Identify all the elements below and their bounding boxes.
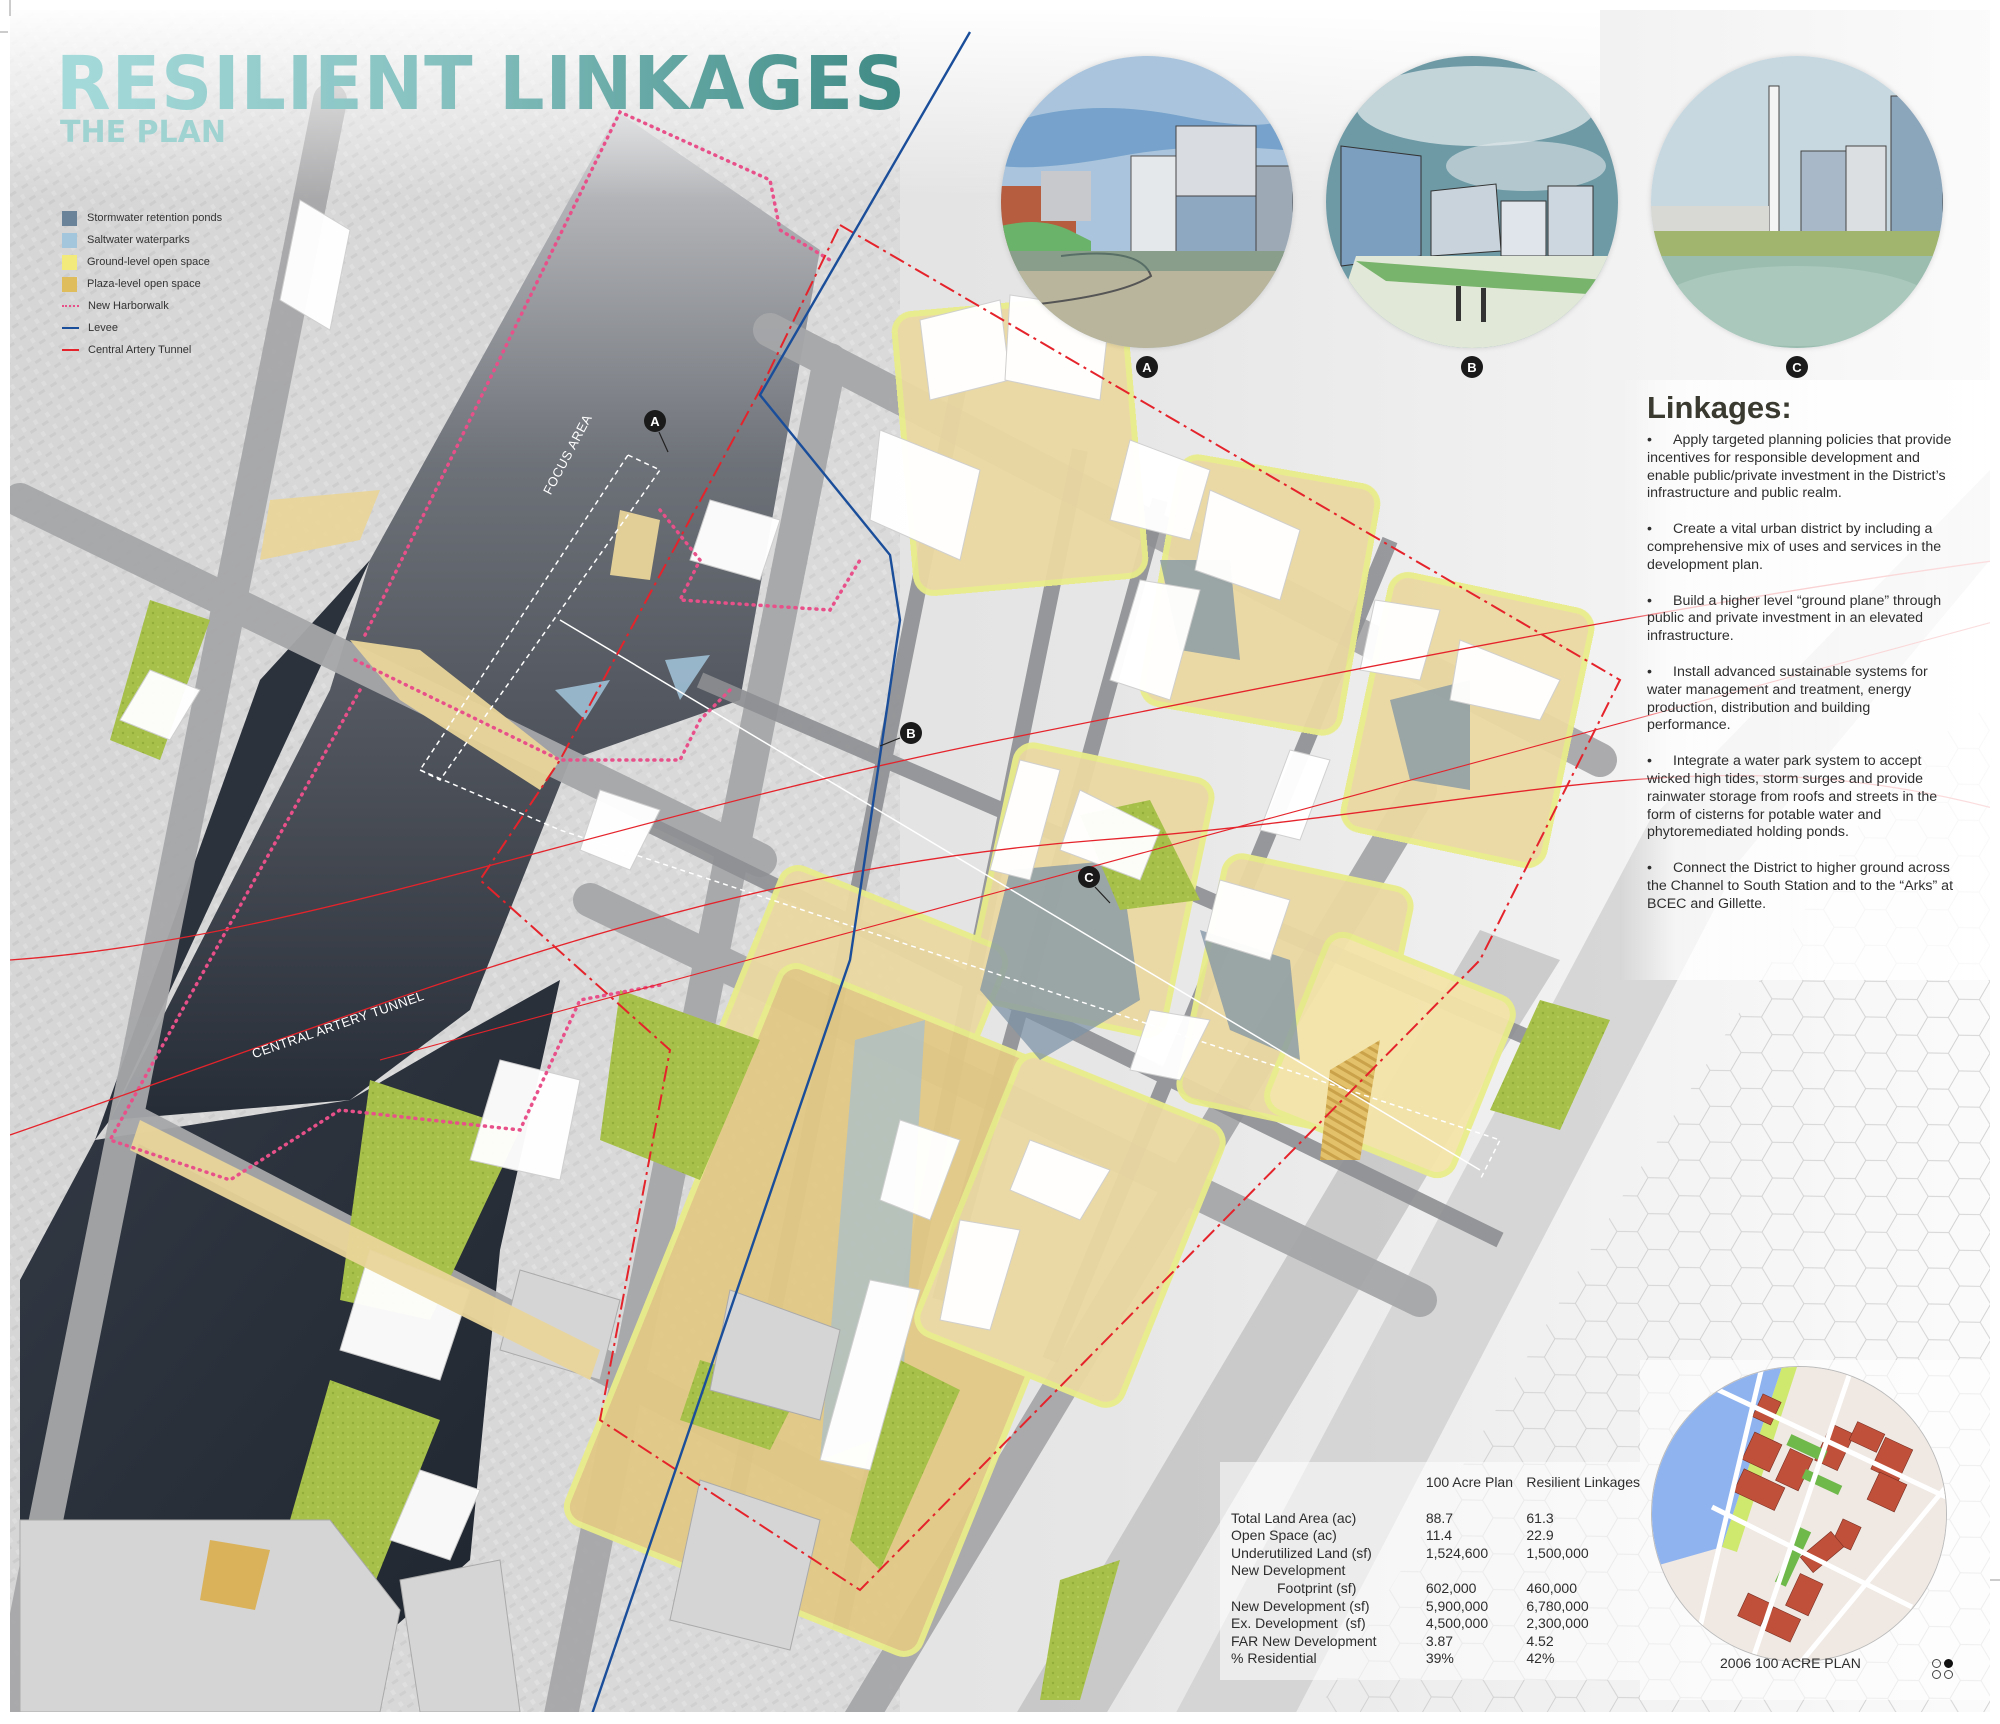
saltwater-swatch-icon [62,232,77,248]
column-header: 100 Acre Plan [1425,1474,1513,1490]
minimap-2006-plan [1651,1366,1947,1662]
plaza-open-space-swatch-icon [62,276,77,292]
vignette-a-image [1001,56,1293,348]
ground-open-space-swatch-icon [62,254,77,270]
red-line-icon [62,349,79,351]
bullet-icon: • [1647,860,1652,877]
legend-item-saltwater: Saltwater waterparks [62,229,222,251]
bottom-margin [0,1712,2000,1724]
vignette-label-a: A [1136,356,1158,378]
vignette-label-b: B [1461,356,1483,378]
bullet-icon: • [1647,592,1652,609]
map-marker-c[interactable]: C [1078,866,1100,888]
comparison-table: 100 Acre Plan Resilient Linkages Total L… [1231,1474,1640,1668]
sketch-b-icon [1326,56,1618,348]
vignette-c-image [1651,56,1943,348]
vignette-label-c: C [1786,356,1808,378]
legend-item-plaza-open-space: Plaza-level open space [62,273,222,295]
dotted-line-icon [62,305,79,307]
legend-item-harborwalk: New Harborwalk [62,295,222,317]
linkage-bullet: •Create a vital urban district by includ… [1647,521,1942,573]
legend-item-stormwater: Stormwater retention ponds [62,207,222,229]
legend-item-ground-open-space: Ground-level open space [62,251,222,273]
legend-item-levee: Levee [62,317,222,339]
page-title: RESILIENT LINKAGES [56,41,907,127]
stormwater-swatch-icon [62,210,77,226]
page-dot[interactable] [1932,1670,1941,1679]
map-marker-b[interactable]: B [900,722,922,744]
vignette-b-image [1326,56,1618,348]
column-header: Resilient Linkages [1526,1474,1640,1490]
linkages-panel: Linkages: •Apply targeted planning polic… [1636,390,1956,932]
page-dot[interactable] [1932,1659,1941,1668]
table-row: New Development [1231,1562,1346,1579]
page-indicator [1932,1659,1958,1685]
sketch-a-icon [1001,56,1293,348]
minimap-plan-icon [1652,1367,1946,1661]
map-legend: Stormwater retention ponds Saltwater wat… [62,207,222,361]
linkage-bullet: •Integrate a water park system to accept… [1647,753,1938,841]
comparison-table-panel: 100 Acre Plan Resilient Linkages Total L… [1220,1462,1640,1680]
legend-item-tunnel: Central Artery Tunnel [62,339,222,361]
minimap-caption: 2006 100 ACRE PLAN [1720,1655,1861,1671]
page-dot[interactable] [1944,1670,1953,1679]
linkage-bullet: •Connect the District to higher ground a… [1647,860,1954,912]
right-panel-backdrop [1620,380,1990,980]
table-header-row: 100 Acre Plan Resilient Linkages [1231,1474,1640,1492]
linkage-bullet: •Build a higher level “ground plane” thr… [1647,592,1942,645]
page-dot-active[interactable] [1944,1659,1953,1668]
map-marker-a[interactable]: A [644,410,666,432]
linkage-bullet: •Apply targeted planning policies that p… [1647,432,1952,502]
sketch-c-icon [1651,56,1943,348]
linkage-bullet: •Install advanced sustainable systems fo… [1647,663,1928,734]
linkages-heading: Linkages: [1647,390,1792,425]
bullet-icon: • [1647,432,1652,448]
blue-line-icon [62,327,79,329]
bullet-icon: • [1647,753,1652,770]
page-subtitle: THE PLAN [60,115,226,150]
bullet-icon: • [1647,521,1652,538]
bullet-icon: • [1647,663,1652,680]
